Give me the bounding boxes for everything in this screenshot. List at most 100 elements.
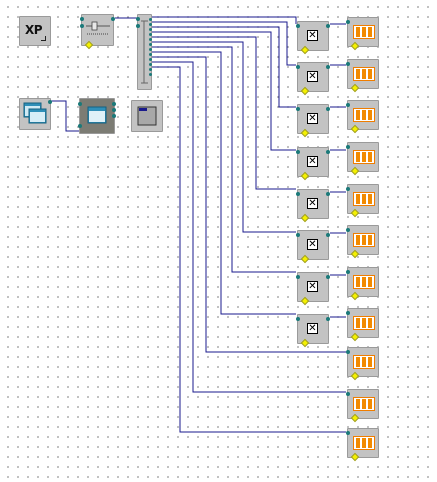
progress-bar-icon — [353, 397, 375, 411]
output-pin[interactable] — [326, 24, 330, 28]
output-pin[interactable] — [112, 108, 116, 112]
output-pin[interactable] — [326, 65, 330, 69]
progress-bar-block-2[interactable] — [346, 59, 379, 93]
input-pin[interactable] — [78, 102, 82, 106]
progress-bar-block-8[interactable] — [346, 308, 379, 342]
output-pin[interactable] — [326, 317, 330, 321]
progress-bar-block-7[interactable] — [346, 267, 379, 301]
input-pin[interactable] — [80, 24, 84, 28]
output-pin[interactable] — [112, 114, 116, 118]
input-pin[interactable] — [296, 275, 300, 279]
form-block[interactable] — [19, 98, 52, 130]
progress-bar-block-9[interactable] — [346, 347, 379, 381]
input-pin[interactable] — [78, 124, 82, 128]
splitter-block[interactable] — [136, 14, 152, 90]
xp-theme-block[interactable]: XP — [19, 16, 51, 46]
input-pin[interactable] — [346, 62, 350, 66]
progress-bar-icon — [353, 25, 375, 39]
input-pin[interactable] — [346, 228, 350, 232]
input-pin[interactable] — [296, 107, 300, 111]
connection-wire-13[interactable] — [152, 66, 346, 433]
output-pin[interactable] — [149, 33, 152, 36]
input-pin[interactable] — [136, 24, 140, 28]
input-pin[interactable] — [296, 317, 300, 321]
connection-wire-2[interactable] — [51, 100, 80, 132]
progress-bar-block-3[interactable] — [346, 100, 379, 134]
output-pin[interactable] — [149, 53, 152, 56]
checkbox-block-5[interactable]: ✕ — [296, 189, 330, 223]
progress-bar-block-5[interactable] — [346, 184, 379, 218]
input-pin[interactable] — [346, 145, 350, 149]
output-pin[interactable] — [149, 68, 152, 71]
input-pin[interactable] — [80, 17, 84, 21]
input-pin[interactable] — [346, 270, 350, 274]
connection-wire-12[interactable] — [152, 61, 346, 393]
input-pin[interactable] — [296, 150, 300, 154]
output-pin[interactable] — [149, 23, 152, 26]
checkbox-block-7[interactable]: ✕ — [296, 272, 330, 306]
output-pin[interactable] — [326, 192, 330, 196]
connection-wire-11[interactable] — [152, 56, 346, 353]
output-pin[interactable] — [149, 18, 152, 21]
output-pin[interactable] — [326, 275, 330, 279]
xp-label: XP — [25, 23, 43, 37]
progress-bar-icon — [353, 192, 375, 206]
input-pin[interactable] — [346, 431, 350, 435]
output-pin[interactable] — [48, 100, 52, 104]
window-block[interactable] — [78, 98, 116, 134]
input-pin[interactable] — [346, 103, 350, 107]
output-pin[interactable] — [149, 63, 152, 66]
trackbar-block[interactable] — [80, 14, 115, 50]
output-pin[interactable] — [326, 107, 330, 111]
connection-wire-9[interactable] — [152, 46, 296, 273]
connection-wire-6[interactable] — [152, 31, 296, 151]
input-pin[interactable] — [346, 20, 350, 24]
checkbox-block-2[interactable]: ✕ — [296, 62, 330, 96]
connection-wire-8[interactable] — [152, 41, 296, 233]
checkbox-block-1[interactable]: ✕ — [296, 21, 330, 55]
output-pin[interactable] — [149, 38, 152, 41]
output-pin[interactable] — [149, 73, 152, 76]
checkbox-icon: ✕ — [307, 281, 318, 292]
progress-bar-block-11[interactable] — [346, 428, 379, 462]
input-pin[interactable] — [296, 192, 300, 196]
connection-wire-5[interactable] — [152, 26, 296, 108]
input-pin[interactable] — [346, 350, 350, 354]
connection-wire-3[interactable] — [152, 16, 297, 24]
input-pin[interactable] — [346, 187, 350, 191]
progress-bar-block-1[interactable] — [346, 17, 379, 51]
output-pin[interactable] — [149, 58, 152, 61]
input-pin[interactable] — [296, 65, 300, 69]
checkbox-icon: ✕ — [307, 71, 318, 82]
input-pin[interactable] — [296, 24, 300, 28]
progress-bar-icon — [353, 436, 375, 450]
output-pin[interactable] — [326, 233, 330, 237]
output-pin[interactable] — [149, 48, 152, 51]
progress-bar-block-6[interactable] — [346, 225, 379, 259]
input-pin[interactable] — [346, 311, 350, 315]
checkbox-icon: ✕ — [307, 156, 318, 167]
progress-bar-block-10[interactable] — [346, 389, 379, 423]
checkbox-block-3[interactable]: ✕ — [296, 104, 330, 138]
connection-wire-7[interactable] — [152, 36, 296, 190]
panel-block[interactable] — [131, 100, 163, 132]
output-pin[interactable] — [112, 102, 116, 106]
output-pin[interactable] — [149, 28, 152, 31]
checkbox-block-4[interactable]: ✕ — [296, 147, 330, 181]
progress-bar-icon — [353, 233, 375, 247]
input-pin[interactable] — [346, 392, 350, 396]
checkbox-block-6[interactable]: ✕ — [296, 230, 330, 264]
connection-wire-4[interactable] — [152, 21, 296, 66]
connection-wire-10[interactable] — [152, 51, 296, 315]
input-pin[interactable] — [136, 17, 140, 21]
output-pin[interactable] — [111, 17, 115, 21]
progress-bar-block-4[interactable] — [346, 142, 379, 176]
checkbox-icon: ✕ — [307, 198, 318, 209]
checkbox-icon: ✕ — [307, 113, 318, 124]
output-pin[interactable] — [326, 150, 330, 154]
output-pin[interactable] — [149, 43, 152, 46]
input-pin[interactable] — [296, 233, 300, 237]
checkbox-block-8[interactable]: ✕ — [296, 314, 330, 348]
